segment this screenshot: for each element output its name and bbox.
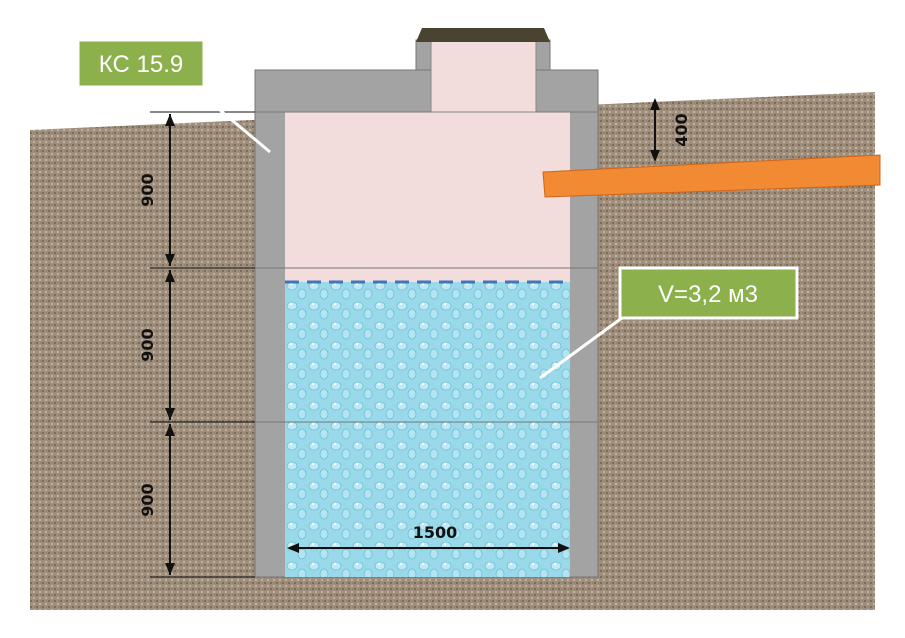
arrow-heads [165, 98, 660, 575]
dim-ring3: 900 [138, 483, 157, 516]
inlet-pipe [542, 154, 881, 198]
water-volume [285, 282, 570, 577]
volume-leader [539, 310, 631, 380]
hatch-cover [416, 28, 550, 42]
hatch-opening [430, 39, 537, 113]
dim-depth: 400 [672, 113, 691, 146]
dim-ring1: 900 [138, 173, 157, 206]
volume-label: V=3,2 м3 [658, 281, 758, 308]
air-space [285, 112, 570, 282]
cover-slab [254, 69, 599, 113]
model-label: КС 15.9 [99, 51, 183, 78]
dim-ring2: 900 [138, 328, 157, 361]
volume-label-box [618, 266, 799, 320]
model-leader [189, 83, 271, 154]
model-label-box [76, 38, 206, 89]
dim-diameter: 1500 [413, 523, 458, 542]
